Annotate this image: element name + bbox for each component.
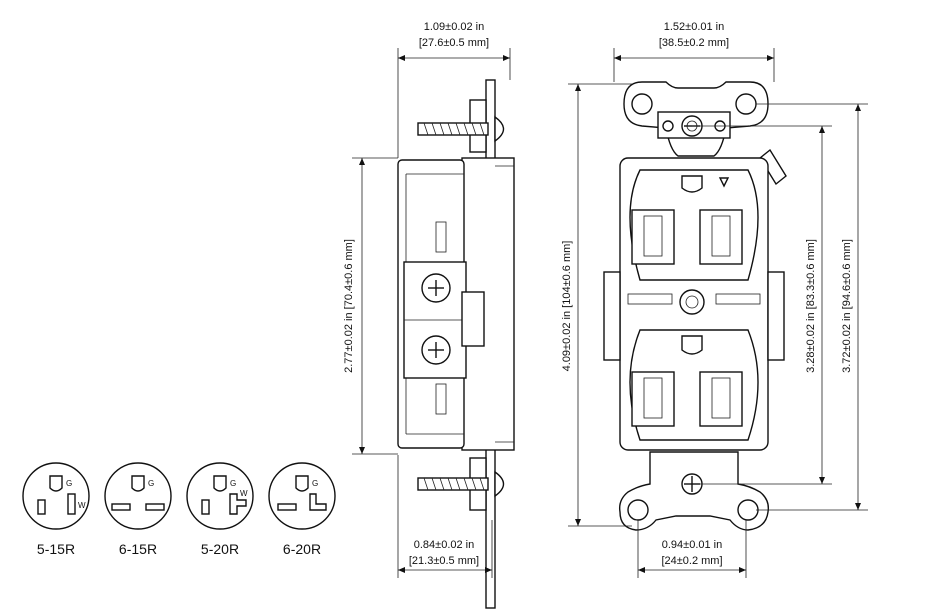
dim-side-top-mm: [27.6±0.5 mm] [419, 37, 489, 49]
front-dimension-lines [568, 48, 868, 578]
terminal-screw-icon [421, 273, 451, 303]
config-6-20r-icon: G [268, 462, 336, 530]
config-5-20r-icon: G W [186, 462, 254, 530]
dim-front-total-height: 4.09±0.02 in [104±0.6 mm] [561, 241, 573, 372]
config-label: 6-15R [119, 541, 157, 557]
slot-neutral-bottom [631, 371, 675, 427]
dim-side-bottom-in: 0.84±0.02 in [414, 539, 474, 551]
slot-hot-top [699, 209, 743, 265]
config-6-15r-icon: G [104, 462, 172, 530]
side-clip-right [767, 271, 785, 361]
mount-hole [737, 499, 759, 521]
dim-front-mount-height: 3.72±0.02 in [94.6±0.6 mm] [841, 239, 853, 373]
center-screw-icon [679, 289, 705, 315]
config-mark: G [312, 479, 318, 488]
mount-hole [735, 93, 757, 115]
side-clip-left [603, 271, 621, 361]
slot-hot-bottom [699, 371, 743, 427]
config-mark: W [240, 489, 248, 498]
config-mark: G [66, 479, 72, 488]
config-mark: G [148, 479, 154, 488]
ground-slot-top [681, 175, 703, 193]
dim-front-bottom-in: 0.94±0.01 in [662, 539, 722, 551]
ground-tab [759, 148, 787, 186]
terminal-screw-icon [421, 335, 451, 365]
mounting-screw-icon-bottom [417, 470, 505, 498]
dim-front-inner-height: 3.28±0.02 in [83.3±0.6 mm] [805, 239, 817, 373]
triangle-mark-icon [718, 177, 730, 188]
bottom-screw-icon [681, 473, 703, 495]
dim-side-top-in: 1.09±0.02 in [424, 21, 484, 33]
dim-front-top-in: 1.52±0.01 in [664, 21, 724, 33]
mount-hole [631, 93, 653, 115]
config-label: 5-20R [201, 541, 239, 557]
slot-neutral-top [631, 209, 675, 265]
config-label: 6-20R [283, 541, 321, 557]
mount-hole [627, 499, 649, 521]
dim-side-bottom-mm: [21.3±0.5 mm] [409, 555, 479, 567]
side-view [397, 79, 515, 609]
dim-front-bottom-mm: [24±0.2 mm] [661, 555, 722, 567]
side-face [461, 157, 515, 451]
dim-front-top-mm: [38.5±0.2 mm] [659, 37, 729, 49]
config-5-15r-icon: G W [22, 462, 90, 530]
side-contact-clip [461, 291, 485, 347]
side-dimension-lines [352, 48, 511, 578]
config-label: 5-15R [37, 541, 75, 557]
ground-slot-bottom [681, 335, 703, 355]
mounting-screw-icon-top [417, 115, 505, 143]
config-mark: G [230, 479, 236, 488]
dim-side-height: 2.77±0.02 in [70.4±0.6 mm] [343, 239, 355, 373]
config-mark: W [78, 501, 86, 510]
front-view [603, 81, 787, 531]
